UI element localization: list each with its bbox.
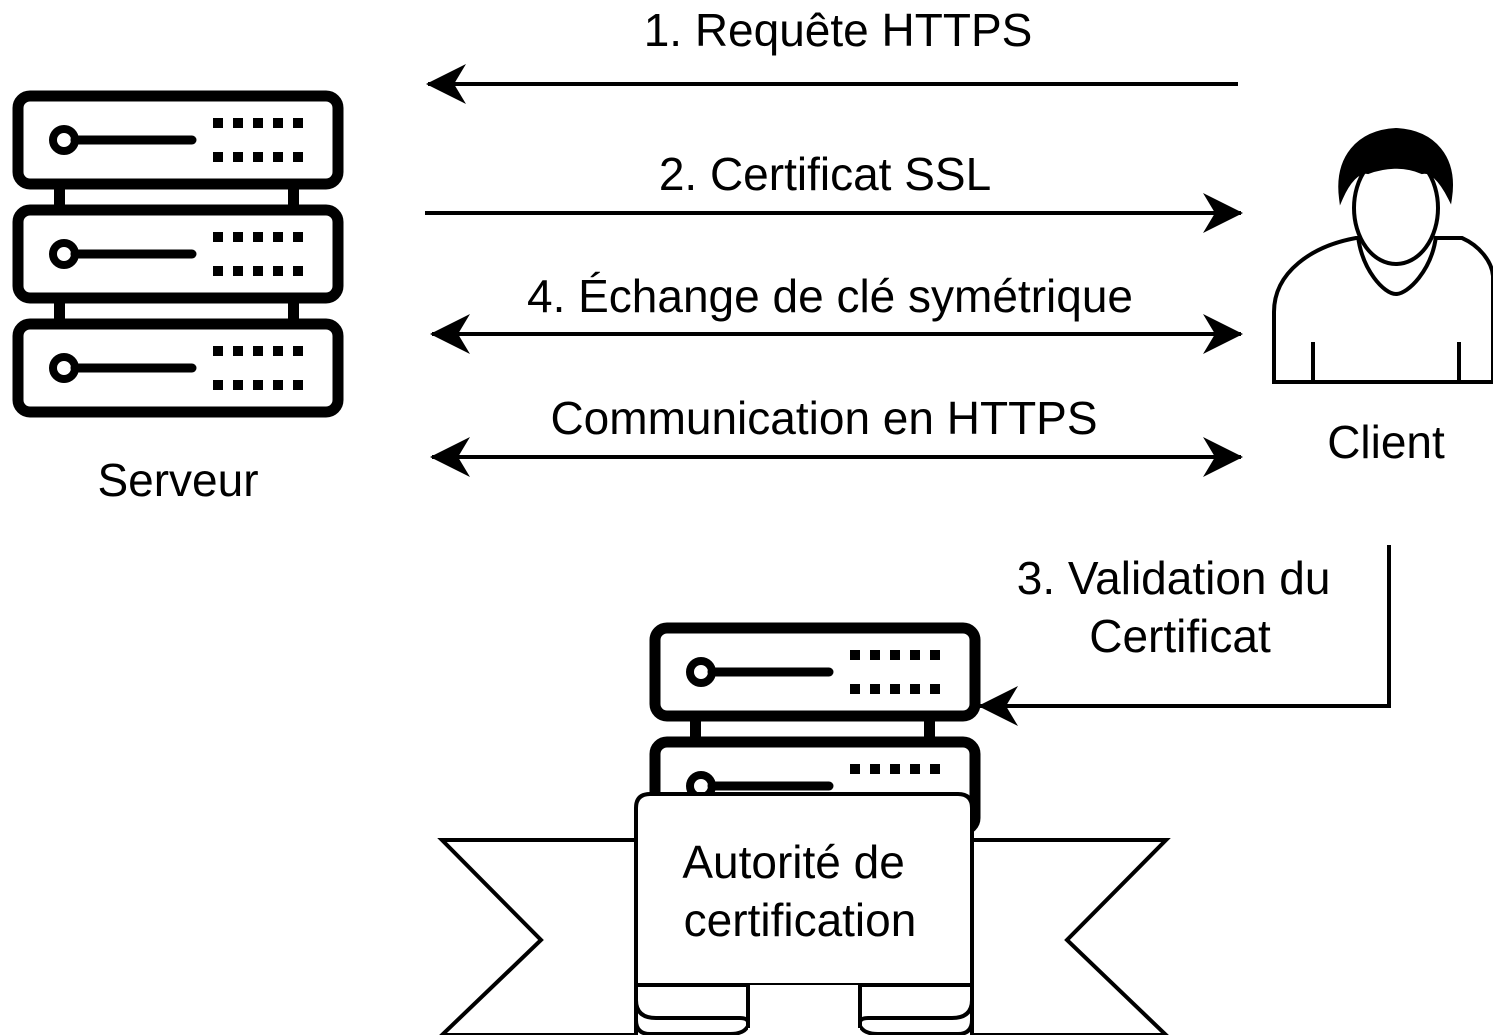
authority-label-line-2: certification xyxy=(684,894,917,946)
certificate-authority-icon xyxy=(437,628,1171,1035)
client-label: Client xyxy=(1327,416,1445,468)
authority-label-line-1: Autorité de xyxy=(682,836,904,888)
server-icon xyxy=(18,96,338,412)
flow-label-certificate-validation: 3. Validation du Certificat xyxy=(1017,552,1344,662)
flow-label-line-1: 3. Validation du xyxy=(1017,552,1331,604)
user-icon xyxy=(1272,127,1493,384)
authority-label: Autorité de certification xyxy=(682,836,917,946)
flow-label-https-communication: Communication en HTTPS xyxy=(550,392,1097,444)
flow-label-https-request: 1. Requête HTTPS xyxy=(644,4,1033,56)
server-label: Serveur xyxy=(97,454,258,506)
flow-label-line-2: Certificat xyxy=(1089,610,1271,662)
flow-label-key-exchange: 4. Échange de clé symétrique xyxy=(527,270,1133,322)
flow-label-ssl-certificate: 2. Certificat SSL xyxy=(659,148,991,200)
arrow-certificate-validation xyxy=(978,545,1391,726)
